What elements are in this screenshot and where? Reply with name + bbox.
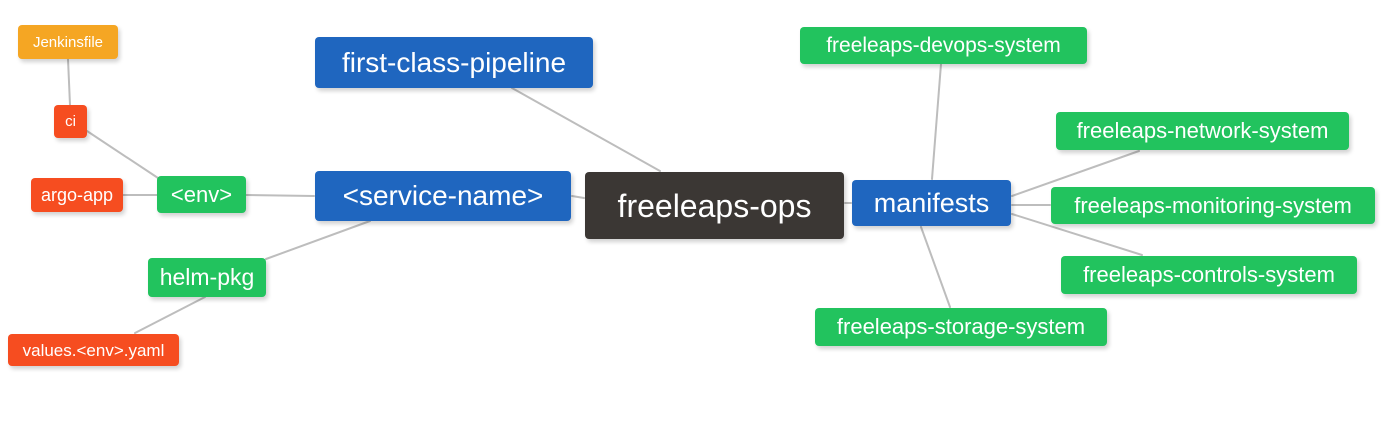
edge-env-to-servicename xyxy=(245,194,315,197)
node-freeleaps-monitoring-system[interactable]: freeleaps-monitoring-system xyxy=(1051,187,1375,224)
node-label-freeleaps-devops-system: freeleaps-devops-system xyxy=(826,34,1061,57)
node-values-yaml[interactable]: values.<env>.yaml xyxy=(8,334,179,366)
node-label-manifests: manifests xyxy=(873,187,990,218)
node-label-env: <env> xyxy=(170,181,233,207)
edge-manifests-to-storage xyxy=(920,226,951,308)
node-label-freeleaps-storage-system: freeleaps-storage-system xyxy=(836,314,1086,339)
node-first-class-pipeline[interactable]: first-class-pipeline xyxy=(315,37,593,88)
edge-pipeline-to-root xyxy=(511,87,661,172)
edge-ci-to-env xyxy=(86,130,159,179)
node-freeleaps-devops-system[interactable]: freeleaps-devops-system xyxy=(800,27,1087,64)
node-label-freeleaps-ops: freeleaps-ops xyxy=(617,187,812,224)
node-label-values-yaml: values.<env>.yaml xyxy=(22,340,165,360)
node-label-argo-app: argo-app xyxy=(40,185,114,205)
node-jenkinsfile[interactable]: Jenkinsfile xyxy=(18,25,118,59)
node-argo-app[interactable]: argo-app xyxy=(31,178,123,212)
node-freeleaps-network-system[interactable]: freeleaps-network-system xyxy=(1056,112,1349,150)
node-helm-pkg[interactable]: helm-pkg xyxy=(148,258,266,297)
node-manifests[interactable]: manifests xyxy=(852,180,1011,226)
edge-manifests-to-devops xyxy=(931,63,942,180)
node-label-freeleaps-monitoring-system: freeleaps-monitoring-system xyxy=(1074,192,1352,218)
node-freeleaps-storage-system[interactable]: freeleaps-storage-system xyxy=(815,308,1107,346)
node-label-freeleaps-network-system: freeleaps-network-system xyxy=(1076,118,1329,143)
edge-jenkinsfile-to-ci xyxy=(67,58,71,106)
node-service-name[interactable]: <service-name> xyxy=(315,171,571,221)
node-ci[interactable]: ci xyxy=(54,105,87,138)
edge-helmpkg-to-servicename xyxy=(265,220,371,260)
edge-servicename-to-root xyxy=(571,195,585,199)
node-env[interactable]: <env> xyxy=(157,176,246,213)
node-freeleaps-controls-system[interactable]: freeleaps-controls-system xyxy=(1061,256,1357,294)
edge-valuesyaml-to-helmpkg xyxy=(134,296,206,334)
node-freeleaps-ops[interactable]: freeleaps-ops xyxy=(585,172,844,239)
node-label-first-class-pipeline: first-class-pipeline xyxy=(341,46,567,78)
node-label-helm-pkg: helm-pkg xyxy=(159,264,255,290)
node-label-service-name: <service-name> xyxy=(342,180,544,211)
node-label-jenkinsfile: Jenkinsfile xyxy=(32,33,104,51)
node-label-ci: ci xyxy=(65,113,76,130)
node-label-freeleaps-controls-system: freeleaps-controls-system xyxy=(1083,262,1335,287)
